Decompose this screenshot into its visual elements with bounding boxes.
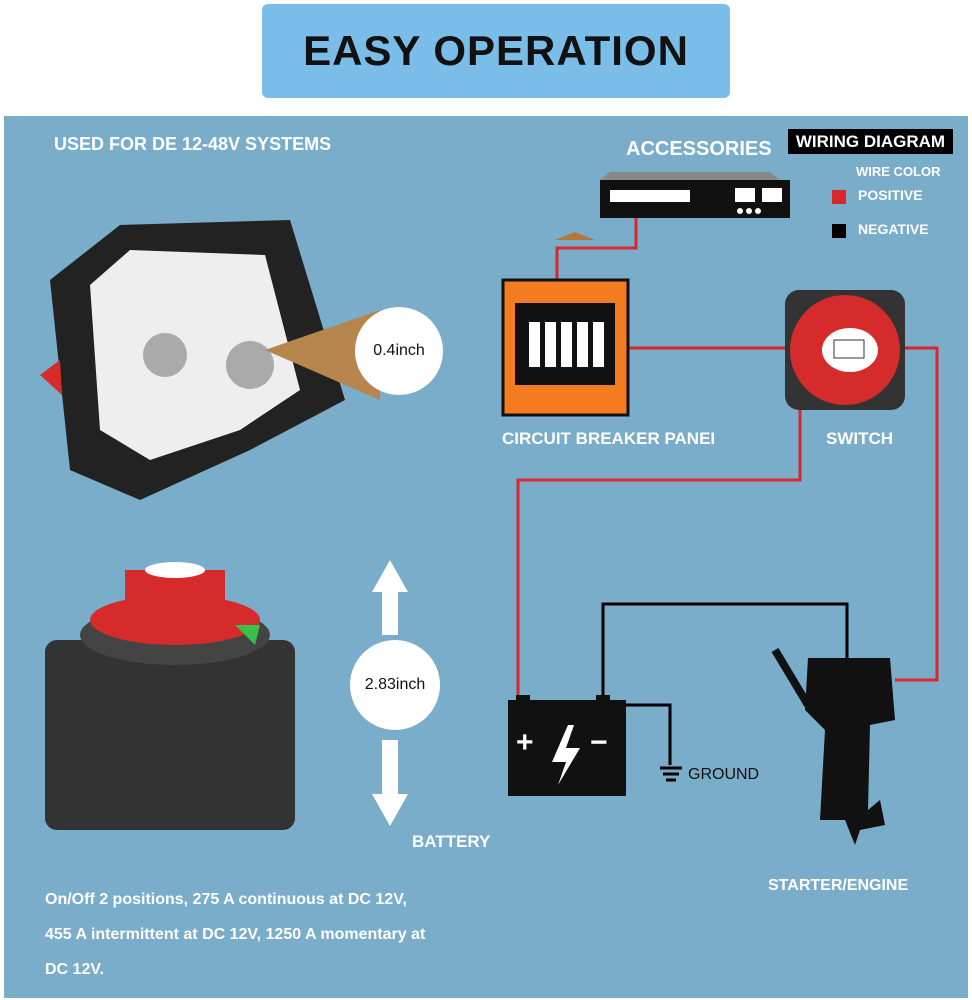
banner-title: EASY OPERATION: [262, 4, 730, 98]
accessory-device-icon: [555, 172, 790, 240]
systems-label: USED FOR DE 12-48V SYSTEMS: [54, 134, 332, 154]
circuit-breaker-icon: [501, 278, 630, 417]
height-label: 2.83inch: [350, 640, 440, 730]
legend-swatches: [832, 190, 846, 238]
spec-line: 455 A intermittent at DC 12V, 1250 A mom…: [45, 926, 426, 943]
battery-icon: + −: [508, 695, 626, 796]
breaker-label: CIRCUIT BREAKER PANEI: [502, 429, 716, 448]
engine-label: STARTER/ENGINE: [768, 877, 909, 894]
switch-label: SWITCH: [826, 429, 894, 448]
svg-text:−: −: [590, 726, 608, 759]
wire-color-label: WIRE COLOR: [856, 164, 941, 179]
accessories-label: ACCESSORIES: [626, 138, 772, 160]
switch-back-photo: [40, 220, 380, 500]
negative-label: NEGATIVE: [858, 221, 929, 237]
specs-text: On/Off 2 positions, 275 A continuous at …: [45, 882, 425, 987]
height-arrows: [372, 560, 408, 826]
outboard-engine-icon: [771, 647, 895, 845]
positive-wires: [516, 215, 939, 695]
positive-label: POSITIVE: [858, 187, 923, 203]
ground-label: GROUND: [688, 766, 760, 783]
svg-text:+: +: [516, 726, 534, 759]
switch-front-photo: [45, 562, 295, 830]
negative-wires: [601, 602, 849, 782]
terminal-size-label: 0.4inch: [355, 307, 443, 395]
battery-switch-small-icon: [785, 290, 905, 410]
spec-line: DC 12V.: [45, 961, 104, 978]
spec-line: On/Off 2 positions, 275 A continuous at …: [45, 891, 407, 908]
wiring-diagram-title: WIRING DIAGRAM: [788, 129, 953, 154]
battery-label: BATTERY: [412, 832, 491, 851]
